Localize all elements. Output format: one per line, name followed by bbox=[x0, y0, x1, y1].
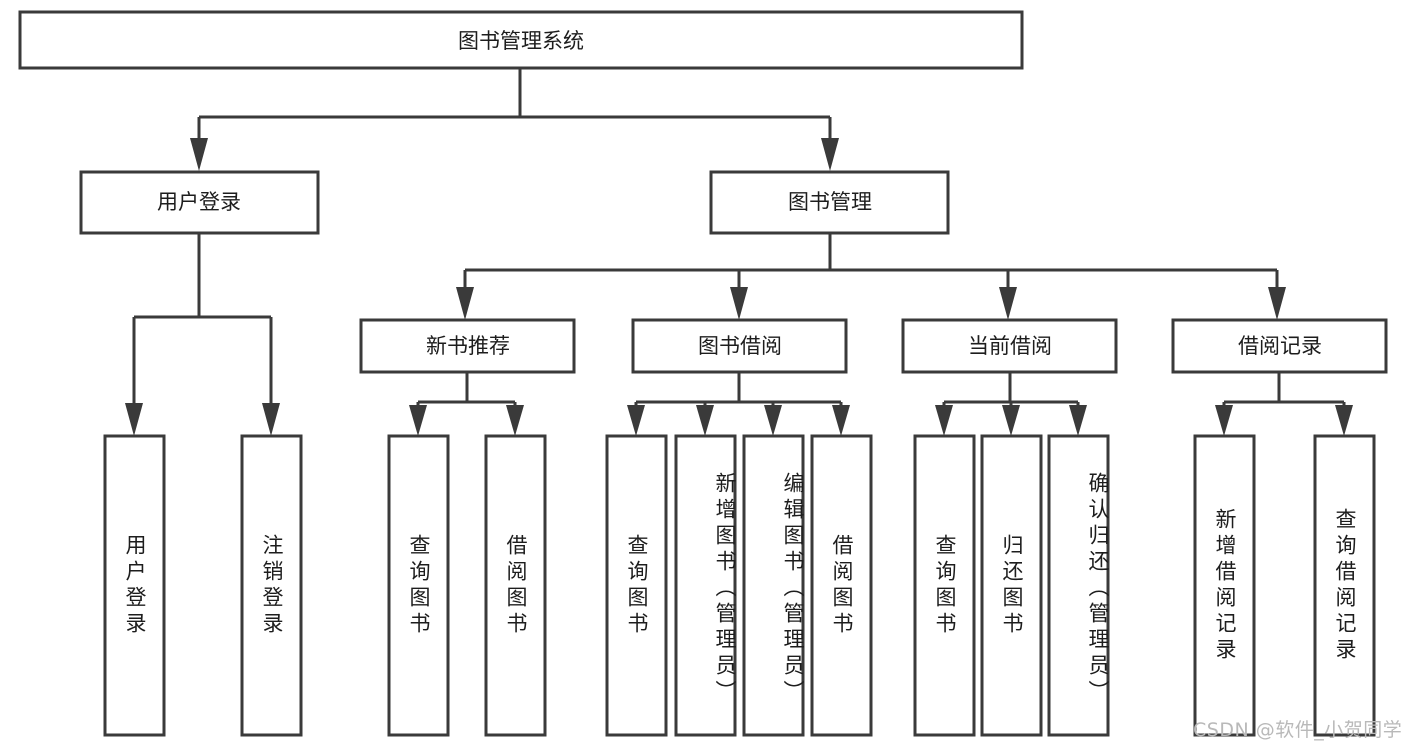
node-book-borrow-label: 图书借阅 bbox=[698, 334, 782, 358]
node-leaf-logout-box[interactable] bbox=[240, 434, 303, 737]
arrow-to-user-login-icon bbox=[190, 138, 208, 171]
arrow-to-book-manage-icon bbox=[821, 138, 839, 171]
arrow-leaf-borrow-book-1-icon bbox=[506, 405, 524, 436]
arrow-to-new-book-rec-icon bbox=[456, 287, 474, 320]
node-leaf-query-book-2-box[interactable] bbox=[605, 434, 668, 737]
node-user-login-box[interactable] bbox=[79, 170, 320, 235]
arrow-leaf-query-book-3-icon bbox=[935, 405, 953, 436]
arrow-to-current-borrow-icon bbox=[999, 287, 1017, 320]
arrow-leaf-query-book-1-icon bbox=[409, 405, 427, 436]
node-leaf-query-book-1-box[interactable] bbox=[387, 434, 450, 737]
connector-group bbox=[125, 68, 1353, 436]
node-borrow-record-label: 借阅记录 bbox=[1238, 334, 1322, 358]
node-new-book-rec-box[interactable] bbox=[359, 318, 576, 374]
node-leaf-borrow-book-2-box[interactable] bbox=[810, 434, 873, 737]
node-leaf-borrow-book-1-box[interactable] bbox=[484, 434, 547, 737]
node-book-borrow[interactable]: 图书借阅 bbox=[631, 318, 848, 374]
arrow-leaf-query-record-icon bbox=[1335, 405, 1353, 436]
node-current-borrow-box[interactable] bbox=[901, 318, 1118, 374]
arrow-leaf-edit-book-icon bbox=[764, 405, 782, 436]
node-borrow-record-box[interactable] bbox=[1171, 318, 1388, 374]
node-leaf-edit-book-box[interactable] bbox=[742, 434, 805, 737]
node-book-borrow-box[interactable] bbox=[631, 318, 848, 374]
node-new-book-rec-label: 新书推荐 bbox=[426, 334, 510, 358]
node-book-manage-label: 图书管理 bbox=[788, 190, 872, 214]
arrow-leaf-user-login-icon bbox=[125, 403, 143, 436]
node-book-manage-box[interactable] bbox=[709, 170, 950, 235]
arrow-leaf-add-book-icon bbox=[696, 405, 714, 436]
node-current-borrow[interactable]: 当前借阅 bbox=[901, 318, 1118, 374]
node-current-borrow-label: 当前借阅 bbox=[968, 334, 1052, 358]
node-user-login[interactable]: 用户登录 bbox=[79, 170, 320, 235]
arrow-leaf-confirm-return-icon bbox=[1069, 405, 1087, 436]
arrow-leaf-query-book-2-icon bbox=[627, 405, 645, 436]
node-user-login-label: 用户登录 bbox=[157, 190, 241, 214]
arrow-leaf-borrow-book-2-icon bbox=[832, 405, 850, 436]
node-root[interactable]: 图书管理系统 bbox=[18, 10, 1024, 70]
watermark-text: CSDN @软件_小贺同学 bbox=[1193, 719, 1403, 741]
node-root-box[interactable] bbox=[18, 10, 1024, 70]
arrow-to-book-borrow-icon bbox=[730, 287, 748, 320]
node-leaf-user-login-box[interactable] bbox=[103, 434, 166, 737]
node-borrow-record[interactable]: 借阅记录 bbox=[1171, 318, 1388, 374]
arrow-leaf-return-book-icon bbox=[1002, 405, 1020, 436]
node-root-label: 图书管理系统 bbox=[458, 29, 584, 53]
node-leaf-query-record-box[interactable] bbox=[1313, 434, 1376, 737]
node-leaf-confirm-return-box[interactable] bbox=[1047, 434, 1110, 737]
arrow-leaf-logout-icon bbox=[262, 403, 280, 436]
arrow-to-borrow-record-icon bbox=[1268, 287, 1286, 320]
node-leaf-return-book-box[interactable] bbox=[980, 434, 1043, 737]
arrow-leaf-add-record-icon bbox=[1215, 405, 1233, 436]
node-leaf-query-book-3-box[interactable] bbox=[913, 434, 976, 737]
node-book-manage[interactable]: 图书管理 bbox=[709, 170, 950, 235]
node-new-book-rec[interactable]: 新书推荐 bbox=[359, 318, 576, 374]
node-leaf-add-record-box[interactable] bbox=[1193, 434, 1256, 737]
node-leaf-add-book-box[interactable] bbox=[674, 434, 737, 737]
